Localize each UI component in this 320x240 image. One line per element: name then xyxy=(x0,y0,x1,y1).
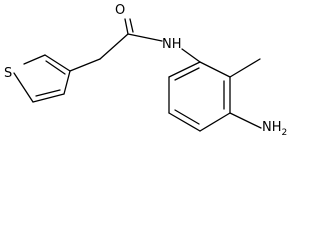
bond-benz-4-5-inner xyxy=(174,109,200,125)
amine-label: NH2 xyxy=(262,120,287,138)
bond-benz-3-4 xyxy=(199,112,231,132)
bond-benz-6-1 xyxy=(168,61,201,78)
bond-c3-c4 xyxy=(63,70,71,95)
benzene-ring xyxy=(168,61,231,132)
bond-carbonyl-nh xyxy=(127,33,163,42)
bond-benz-1-2 xyxy=(199,61,231,78)
amine-subscript: 2 xyxy=(282,128,288,138)
bond-c2-c3 xyxy=(32,93,65,103)
bond-carbonyl-oxygen xyxy=(124,18,129,35)
bond-s1-c2 xyxy=(13,72,34,103)
bond-nh-ring xyxy=(181,48,201,63)
amide-nitrogen-label: NH xyxy=(162,37,182,52)
sulfur-label: S xyxy=(4,66,12,81)
bond-amine xyxy=(229,112,262,129)
acetamide-linker xyxy=(69,18,201,72)
bond-carbonyl-oxygen-double xyxy=(129,18,134,33)
bond-c4-c5 xyxy=(44,54,71,72)
thiophene-ring xyxy=(13,54,71,103)
chemical-structure: S O NH NH2 xyxy=(4,3,287,138)
bond-benz-6-1-inner xyxy=(174,67,200,81)
bond-c2-c3-inner xyxy=(35,89,61,97)
bond-ch2-carbonyl xyxy=(99,33,129,60)
substituents xyxy=(229,58,262,129)
oxygen-label: O xyxy=(115,3,125,18)
bond-benz-4-5 xyxy=(168,112,201,132)
bond-methyl xyxy=(229,58,261,78)
bond-c5-s1 xyxy=(23,54,46,65)
bond-c4-c5-inner xyxy=(45,60,66,75)
amine-nh: NH xyxy=(262,120,282,135)
bond-ring-ch2 xyxy=(69,58,101,72)
